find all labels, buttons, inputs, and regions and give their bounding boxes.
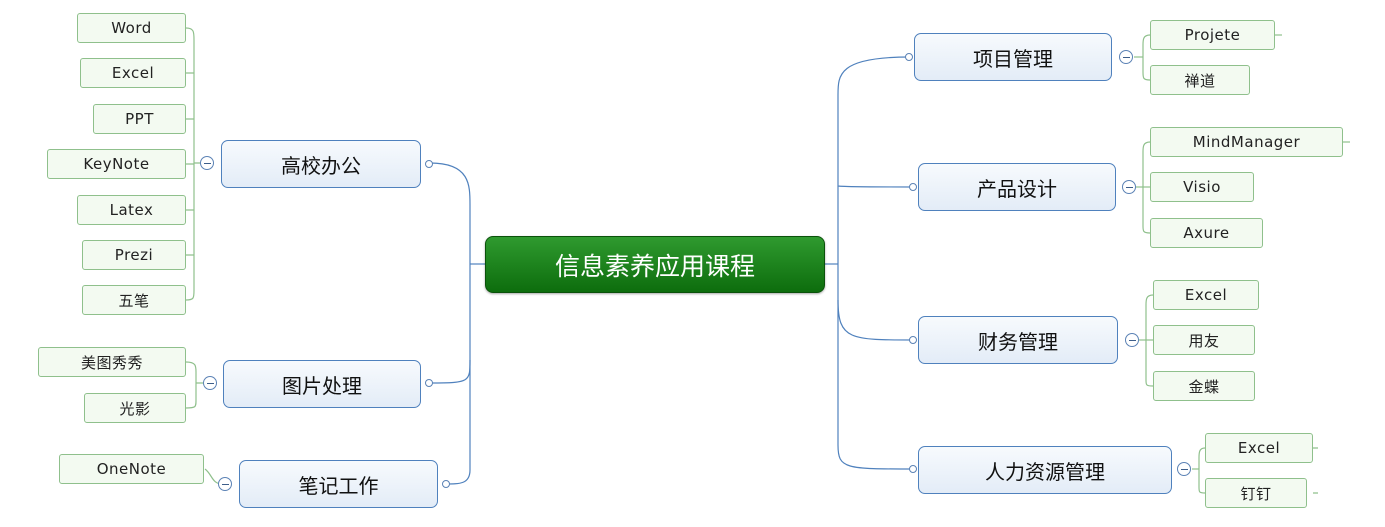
leaf-ppt[interactable]: PPT: [93, 104, 186, 134]
connector-dot-icon: [905, 53, 913, 61]
collapse-toggle-icon[interactable]: [200, 156, 214, 170]
leaf-projete[interactable]: Projete: [1150, 20, 1275, 50]
collapse-toggle-icon[interactable]: [1125, 333, 1139, 347]
connector-dot-icon: [442, 480, 450, 488]
leaf-wubi[interactable]: 五笔: [82, 285, 186, 315]
leaf-prezi[interactable]: Prezi: [82, 240, 186, 270]
leaf-keynote[interactable]: KeyNote: [47, 149, 186, 179]
collapse-toggle-icon[interactable]: [203, 376, 217, 390]
connector-dot-icon: [909, 465, 917, 473]
collapse-toggle-icon[interactable]: [1122, 180, 1136, 194]
leaf-meitu[interactable]: 美图秀秀: [38, 347, 186, 377]
leaf-visio[interactable]: Visio: [1150, 172, 1254, 202]
leaf-yonyou[interactable]: 用友: [1153, 325, 1255, 355]
leaf-onenote[interactable]: OneNote: [59, 454, 204, 484]
leaf-word[interactable]: Word: [77, 13, 186, 43]
connector-dot-icon: [909, 183, 917, 191]
leaf-latex[interactable]: Latex: [77, 195, 186, 225]
leaf-kingdee[interactable]: 金蝶: [1153, 371, 1255, 401]
central-topic[interactable]: 信息素养应用课程: [485, 236, 825, 293]
collapse-toggle-icon[interactable]: [1177, 462, 1191, 476]
connector-dot-icon: [425, 160, 433, 168]
connector-dot-icon: [425, 379, 433, 387]
topic-financial-management[interactable]: 财务管理: [918, 316, 1118, 364]
collapse-toggle-icon[interactable]: [218, 477, 232, 491]
leaf-axure[interactable]: Axure: [1150, 218, 1263, 248]
topic-product-design[interactable]: 产品设计: [918, 163, 1116, 211]
leaf-guangying[interactable]: 光影: [84, 393, 186, 423]
leaf-excel-finance[interactable]: Excel: [1153, 280, 1259, 310]
leaf-excel-hr[interactable]: Excel: [1205, 433, 1313, 463]
topic-human-resources[interactable]: 人力资源管理: [918, 446, 1172, 494]
leaf-dingtalk[interactable]: 钉钉: [1205, 478, 1307, 508]
leaf-excel[interactable]: Excel: [80, 58, 186, 88]
leaf-chandao[interactable]: 禅道: [1150, 65, 1250, 95]
topic-image-processing[interactable]: 图片处理: [223, 360, 421, 408]
topic-note-taking[interactable]: 笔记工作: [239, 460, 438, 508]
collapse-toggle-icon[interactable]: [1119, 50, 1133, 64]
topic-university-office[interactable]: 高校办公: [221, 140, 421, 188]
connector-dot-icon: [909, 336, 917, 344]
leaf-mindmanager[interactable]: MindManager: [1150, 127, 1343, 157]
topic-project-management[interactable]: 项目管理: [914, 33, 1112, 81]
